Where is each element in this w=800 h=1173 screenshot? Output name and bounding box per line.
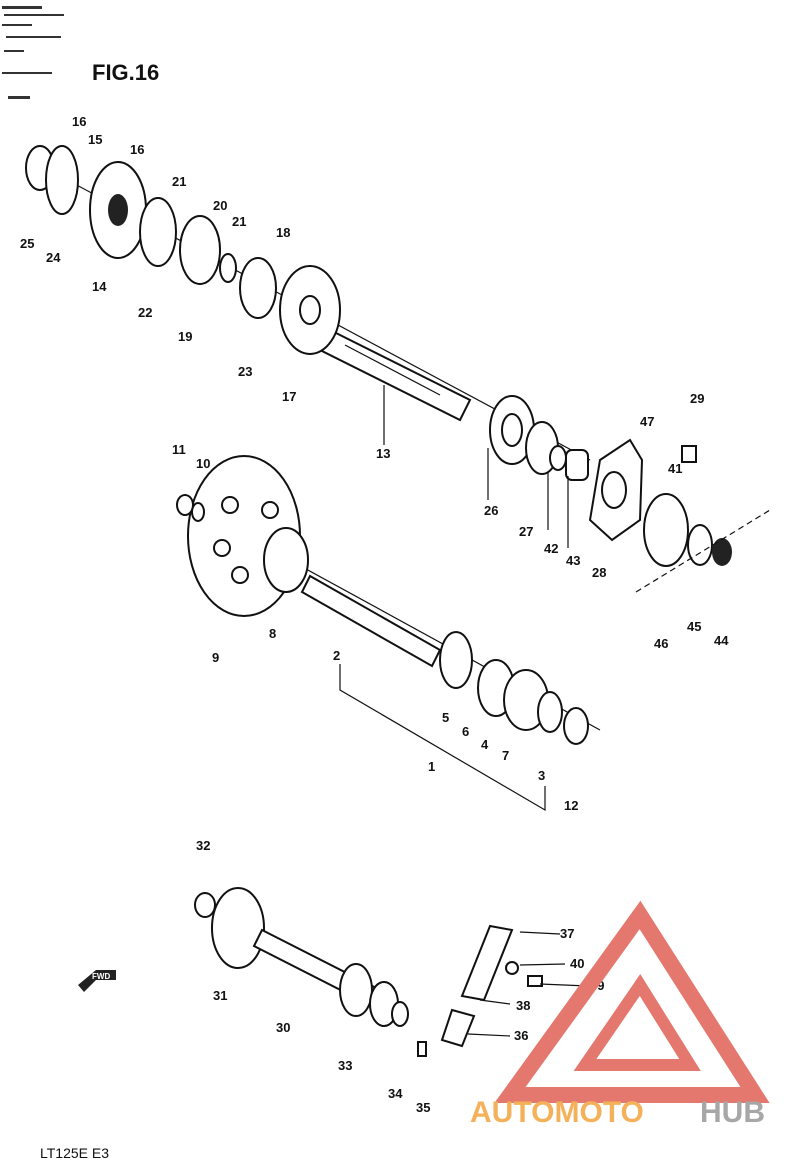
part-number-label: 20	[213, 198, 227, 213]
part-18-gear	[239, 257, 277, 319]
part-number-label: 27	[519, 524, 533, 539]
part-1-bracket	[339, 664, 546, 812]
countershaft-assembly	[25, 145, 771, 593]
part-number-label: 42	[544, 541, 558, 556]
part-24-gear	[45, 145, 79, 215]
part-number-label: 44	[714, 633, 729, 648]
part-37-shaft	[460, 924, 514, 1002]
part-number-label: 16	[72, 114, 86, 129]
part-number-label: 47	[640, 414, 654, 429]
driveshaft-assembly	[176, 455, 601, 812]
part-number-label: 14	[92, 279, 107, 294]
part-number-label: 32	[196, 838, 210, 853]
part-number-label: 28	[592, 565, 606, 580]
part-21-circlip	[219, 253, 237, 283]
part-number-label: 33	[338, 1058, 352, 1073]
part-number-label: 6	[462, 724, 469, 739]
part-number-label: 17	[282, 389, 296, 404]
part-3-gear	[537, 691, 563, 733]
part-10-washer	[191, 502, 205, 522]
fwd-arrow-icon	[78, 970, 116, 992]
part-number-label: 5	[442, 710, 449, 725]
part-number-label: 37	[560, 926, 574, 941]
part-number-label: 7	[502, 748, 509, 763]
part-number-label: 16	[130, 142, 144, 157]
part-33-gear	[339, 963, 373, 1017]
part-number-label: 35	[416, 1100, 430, 1115]
part-43-spacer	[565, 449, 589, 481]
part-number-label: 29	[690, 391, 704, 406]
part-36-lever	[440, 1008, 476, 1048]
part-number-label: 19	[178, 329, 192, 344]
part-number-label: 4	[481, 737, 489, 752]
part-number-label: 25	[20, 236, 34, 251]
part-number-label: 18	[276, 225, 290, 240]
part-32-washer	[194, 892, 216, 918]
part-number-label: 15	[88, 132, 102, 147]
part-number-label: 30	[276, 1020, 290, 1035]
part-number-label: 2	[333, 648, 340, 663]
part-number-label: 10	[196, 456, 210, 471]
part-42-oring	[549, 445, 567, 471]
part-number-label: 21	[232, 214, 246, 229]
part-46-chain	[635, 509, 771, 593]
part-29-bolt	[681, 445, 697, 463]
part-number-label: 9	[212, 650, 219, 665]
watermark-brand-a: AUTOMOTO	[470, 1096, 644, 1129]
part-44-nut	[712, 538, 732, 566]
part-number-label: 24	[46, 250, 61, 265]
watermark-triangle-icon	[494, 900, 770, 1103]
part-35-pin	[417, 1041, 427, 1057]
part-2-driveshaft	[300, 574, 442, 668]
part-12-bearing	[563, 707, 589, 745]
part-number-label: 23	[238, 364, 252, 379]
part-number-label: 38	[516, 998, 530, 1013]
part-number-label: 34	[388, 1086, 403, 1101]
part-40-washer	[505, 961, 519, 975]
part-number-label: 46	[654, 636, 668, 651]
part-number-label: 1	[428, 759, 435, 774]
part-8-bearing	[263, 527, 309, 593]
part-number-label: 41	[668, 461, 682, 476]
part-39-bolt	[527, 975, 543, 987]
part-number-label: 40	[570, 956, 584, 971]
part-number-label: 12	[564, 798, 578, 813]
part-number-label: 8	[269, 626, 276, 641]
model-code: LT125E E3	[40, 1145, 109, 1161]
part-number-label: 13	[376, 446, 390, 461]
part-number-label: 22	[138, 305, 152, 320]
watermark-brand-b: HUB	[700, 1096, 765, 1129]
part-number-label: 31	[213, 988, 227, 1003]
automotohub-watermark: AUTOMOTO HUB	[470, 900, 770, 1129]
part-number-label: 45	[687, 619, 701, 634]
part-22-gear	[139, 197, 177, 267]
fwd-label: FWD	[92, 972, 110, 981]
part-45-washer	[687, 524, 713, 566]
part-41-sprocket	[643, 493, 689, 567]
part-19-gear	[179, 215, 221, 285]
idler-assembly: FWD	[78, 887, 543, 1057]
part-number-label: 11	[172, 442, 186, 457]
part-number-label: 26	[484, 503, 498, 518]
leader-lines	[383, 385, 589, 1037]
countershaft	[318, 328, 472, 422]
part-number-label: 3	[538, 768, 545, 783]
figure-title: FIG.16	[92, 60, 159, 85]
part-number-label: 36	[514, 1028, 528, 1043]
part-number-label: 21	[172, 174, 186, 189]
part-number-label: 43	[566, 553, 580, 568]
part-5-gear	[439, 631, 473, 689]
part-31-gear	[211, 887, 265, 969]
part-11-nut	[176, 494, 194, 516]
part-14-hub	[108, 194, 128, 226]
scan-noise	[2, 6, 64, 99]
